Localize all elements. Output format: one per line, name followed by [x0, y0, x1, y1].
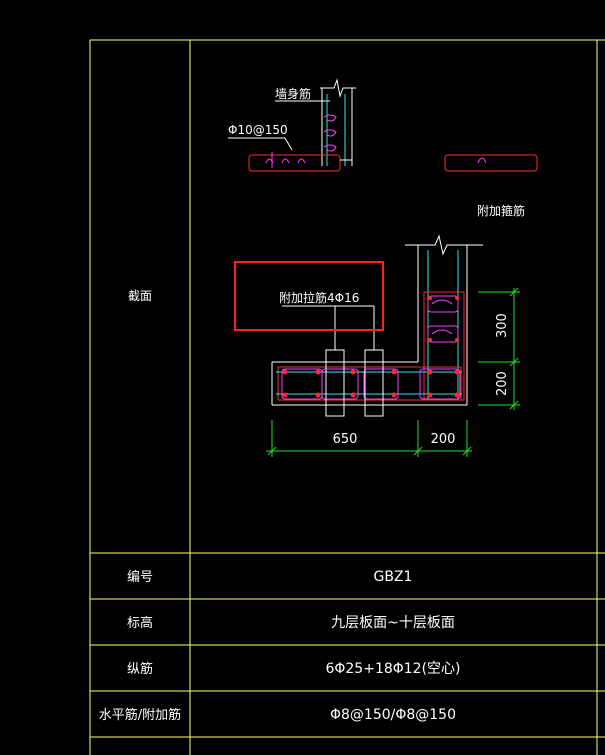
stirrup-spec: Φ10@150	[228, 123, 288, 137]
rebar-dots	[282, 296, 460, 398]
top-detail: 墙身筋 Φ10@150	[228, 78, 538, 172]
row-label-id: 编号	[127, 570, 153, 585]
row-label-horizontal: 水平筋/附加筋	[99, 707, 181, 723]
right-rebar	[444, 154, 538, 172]
vertical-column-outline	[423, 291, 465, 401]
dimensions	[266, 287, 520, 457]
break-line	[320, 78, 356, 98]
row-value-id: GBZ1	[374, 569, 413, 585]
highlight-box	[234, 261, 384, 331]
row-value-elevation: 九层板面~十层板面	[331, 615, 455, 631]
extra-stirrup-label: 附加箍筋	[477, 203, 525, 218]
table-grid	[89, 39, 605, 755]
row-value-longitudinal: 6Φ25+18Φ12(空心)	[325, 661, 460, 677]
wall-rebar-label: 墙身筋	[275, 86, 311, 101]
section-label: 截面	[128, 289, 152, 303]
horizontal-rebar	[248, 154, 341, 172]
break-line-main	[405, 234, 483, 256]
dim-300: 300	[495, 313, 510, 338]
boundary-column-outline	[277, 366, 462, 401]
extra-tie-label: 附加拉筋4Φ16	[279, 290, 359, 305]
dim-200-vertical: 200	[495, 371, 510, 396]
dim-200-horizontal: 200	[431, 432, 456, 447]
row-value-horizontal: Φ8@150/Φ8@150	[330, 707, 456, 723]
dim-650: 650	[333, 432, 358, 447]
main-section: 附加箍筋	[234, 203, 525, 417]
row-label-elevation: 标高	[127, 615, 153, 631]
row-label-longitudinal: 纵筋	[127, 661, 153, 677]
